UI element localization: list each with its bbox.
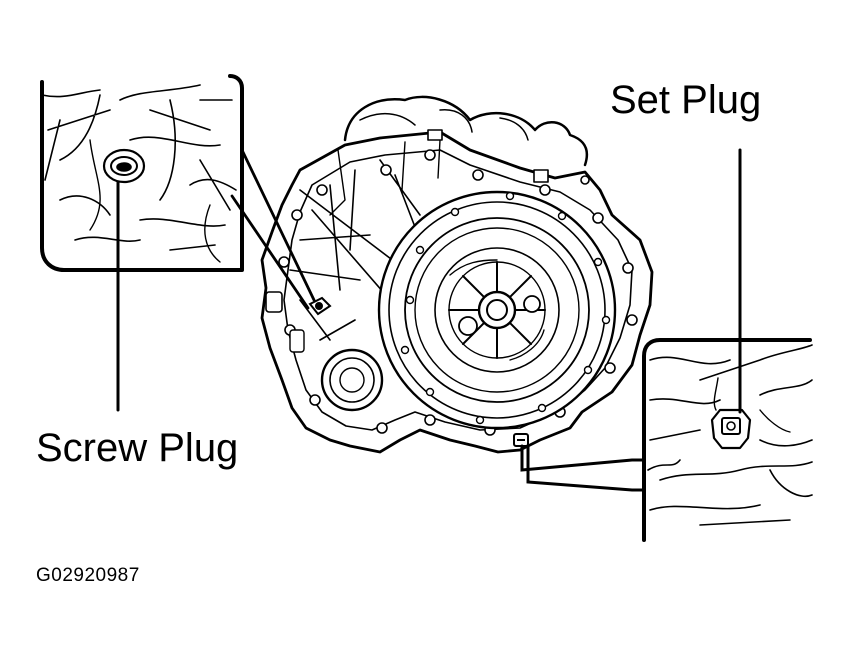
screw-plug-label: Screw Plug xyxy=(36,426,239,470)
leader-lines xyxy=(118,150,740,490)
screw-plug-marker xyxy=(310,298,330,314)
transaxle-housing xyxy=(262,97,652,452)
set-plug-label: Set Plug xyxy=(610,78,762,122)
set-plug-detail-inset xyxy=(644,340,812,540)
screw-plug-detail-inset xyxy=(42,76,242,270)
set-plug-marker xyxy=(514,434,528,446)
figure-code: G02920987 xyxy=(36,565,140,586)
